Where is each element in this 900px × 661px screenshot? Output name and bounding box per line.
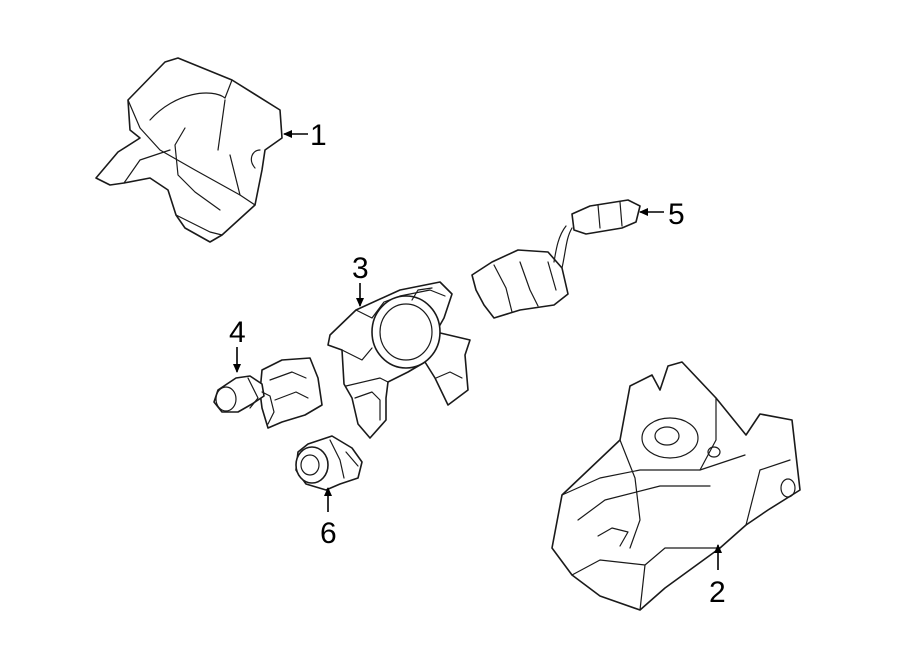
part-4-wiper-switch[interactable] — [213, 357, 323, 429]
callout-label-3: 3 — [352, 252, 369, 285]
callout-4: 4 — [229, 316, 246, 373]
part-5-combination-switch[interactable] — [471, 199, 641, 319]
callout-label-4: 4 — [229, 316, 246, 349]
callout-label-6: 6 — [320, 517, 337, 550]
callout-label-1: 1 — [310, 119, 327, 152]
callout-2: 2 — [709, 544, 726, 609]
callout-5: 5 — [639, 198, 685, 231]
part-6-ignition-switch[interactable] — [295, 435, 363, 491]
callout-3: 3 — [352, 252, 369, 307]
callout-label-2: 2 — [709, 576, 726, 609]
part-2-lower-column-cover[interactable] — [551, 361, 801, 611]
part-3-switch-housing[interactable] — [327, 281, 471, 439]
callout-1: 1 — [283, 119, 327, 152]
callout-6: 6 — [320, 487, 337, 550]
part-1-upper-column-cover[interactable] — [95, 57, 283, 243]
callout-label-5: 5 — [668, 198, 685, 231]
